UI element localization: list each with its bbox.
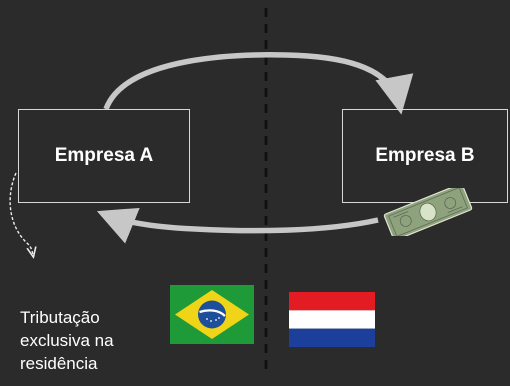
company-a-label: Empresa A <box>54 145 154 166</box>
residence-tax-note: Tributação exclusiva na residência <box>20 308 114 373</box>
company-a-box: Empresa A <box>18 109 190 203</box>
paraguay-flag-icon <box>289 292 375 347</box>
top-flow-arrow <box>103 52 414 115</box>
dollar-bill-icon <box>383 188 473 236</box>
curved-arrow-icon <box>9 172 33 255</box>
company-b-label: Empresa B <box>375 145 475 166</box>
brazil-flag-icon <box>170 285 254 344</box>
bottom-flow-arrow <box>96 207 379 244</box>
